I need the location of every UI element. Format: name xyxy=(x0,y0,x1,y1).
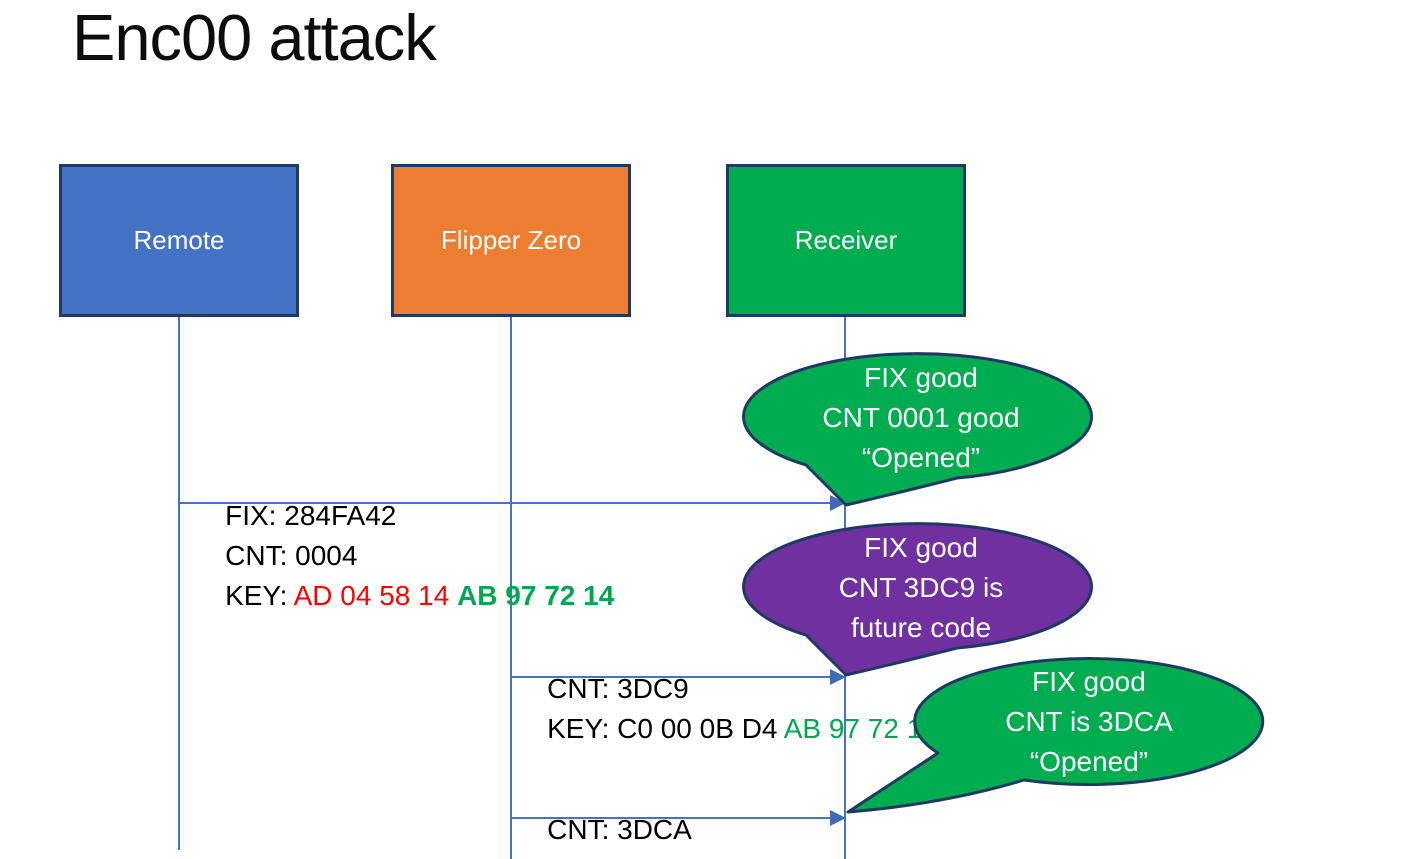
actor-box-receiver: Receiver xyxy=(726,164,966,317)
bubble2-line3: future code xyxy=(850,612,992,643)
bubble2-line1: FIX good xyxy=(864,532,978,563)
speech-bubble-3-text: FIX good CNT is 3DCA “Opened” xyxy=(914,662,1264,782)
msg3-cnt: CNT: 3DCA xyxy=(547,814,692,845)
arrowhead-icon xyxy=(830,810,846,826)
message-1-key-line: KEY: AD 04 58 14 AB 97 72 14 xyxy=(194,548,614,644)
bubble2-line2: CNT 3DC9 is xyxy=(838,572,1004,603)
message-arrow-2 xyxy=(511,676,832,678)
actor-receiver-label: Receiver xyxy=(794,225,898,255)
msg1-cnt: CNT: 0004 xyxy=(225,540,358,571)
speech-bubble-1-text: FIX good CNT 0001 good “Opened” xyxy=(756,358,1086,478)
actor-box-flipper-zero: Flipper Zero xyxy=(391,164,631,317)
msg1-key-red-bytes: AD 04 58 14 xyxy=(293,580,458,611)
actor-remote-label: Remote xyxy=(133,225,225,255)
bubble1-line1: FIX good xyxy=(864,362,978,393)
bubble3-line3: “Opened” xyxy=(1029,746,1149,777)
msg1-fix: FIX: 284FA42 xyxy=(225,500,397,531)
speech-bubble-opened-1 xyxy=(742,352,1093,507)
message-3-cnt-line: CNT: 3DCA xyxy=(516,782,692,859)
bubble1-line2: CNT 0001 good xyxy=(822,402,1020,433)
msg2-cnt: CNT: 3DC9 xyxy=(547,673,689,704)
page-title: Enc00 attack xyxy=(72,1,437,74)
message-2-cnt-line: CNT: 3DC9 xyxy=(516,641,689,737)
bubble3-line2: CNT is 3DCA xyxy=(1005,706,1173,737)
speech-bubble-2-text: FIX good CNT 3DC9 is future code xyxy=(756,528,1086,648)
message-1-fix-line: FIX: 284FA42 xyxy=(194,468,396,564)
lifeline-flipper xyxy=(510,317,512,859)
speech-bubble-future-code xyxy=(742,522,1093,677)
msg2-key-label: KEY: C0 00 0B D4 xyxy=(547,713,784,744)
message-3-key-line: KEY: C0 02 8A 33 AB 97 72 14 xyxy=(516,822,932,859)
speech-bubble-shape xyxy=(742,522,1093,677)
bubble3-line1: FIX good xyxy=(1032,666,1146,697)
message-arrow-1 xyxy=(179,502,832,504)
bubble1-line3: “Opened” xyxy=(861,442,981,473)
msg1-key-label: KEY: xyxy=(225,580,294,611)
speech-bubble-shape xyxy=(846,657,1265,814)
message-1-cnt-line: CNT: 0004 xyxy=(194,508,357,604)
msg3-key-label: KEY: C0 02 8A 33 xyxy=(547,854,777,859)
msg1-key-green-bytes: AB 97 72 14 xyxy=(457,580,615,611)
speech-bubble-opened-2 xyxy=(846,657,1265,814)
msg3-key-green-bytes: AB 97 72 14 xyxy=(778,854,932,859)
lifeline-remote xyxy=(178,317,180,850)
actor-box-remote: Remote xyxy=(59,164,299,317)
speech-bubble-shape xyxy=(742,352,1093,507)
actor-flipper-label: Flipper Zero xyxy=(440,225,582,255)
message-arrow-3 xyxy=(511,817,832,819)
